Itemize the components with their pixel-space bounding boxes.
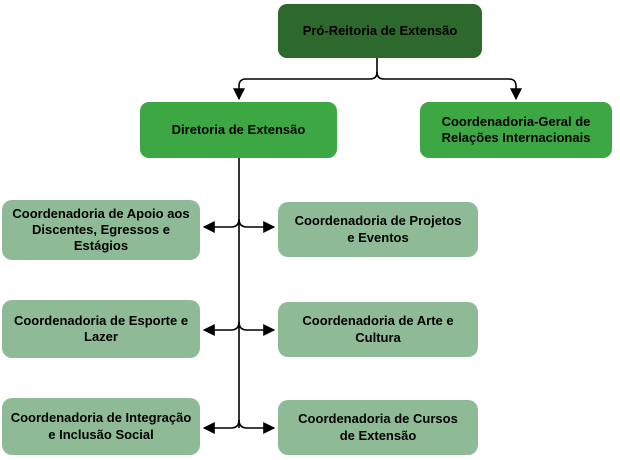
node-label: Coordenadoria de Esporte e Lazer <box>13 312 189 344</box>
connector-row3-left <box>202 419 240 434</box>
node-pro-reitoria-de-extensao: Pró-Reitoria de Extensão <box>278 4 482 58</box>
node-label: Coordenadoria de Integração e Inclusão S… <box>10 410 192 442</box>
connector-root-to-diretoria <box>233 71 378 101</box>
connector-row3-right <box>238 419 276 434</box>
connector-root-to-relacoes <box>376 71 522 101</box>
node-label: Diretoria de Extensão <box>171 121 306 137</box>
connector-row2-left <box>202 321 240 336</box>
connector-row2-right <box>238 321 276 336</box>
node-coordenadoria-geral-relacoes-internacionais: Coordenadoria-Geral de Relações Internac… <box>420 102 612 158</box>
node-label: Coordenadoria de Projetos e Eventos <box>294 213 462 245</box>
node-coordenadoria-arte-cultura: Coordenadoria de Arte e Cultura <box>278 302 478 357</box>
node-coordenadoria-apoio-discentes-egressos-estagios: Coordenadoria de Apoio aos Discentes, Eg… <box>2 200 200 260</box>
node-label: Coordenadoria de Apoio aos Discentes, Eg… <box>12 205 190 254</box>
node-label: Coordenadoria de Cursos de Extensão <box>298 411 458 443</box>
node-diretoria-de-extensao: Diretoria de Extensão <box>140 102 337 158</box>
node-coordenadoria-projetos-eventos: Coordenadoria de Projetos e Eventos <box>278 202 478 257</box>
node-label: Coordenadoria de Arte e Cultura <box>302 313 454 345</box>
node-label: Coordenadoria-Geral de Relações Internac… <box>441 113 591 145</box>
connector-row1-right <box>238 218 276 233</box>
node-coordenadoria-esporte-lazer: Coordenadoria de Esporte e Lazer <box>2 300 200 358</box>
node-label: Pró-Reitoria de Extensão <box>302 22 458 38</box>
node-coordenadoria-cursos-extensao: Coordenadoria de Cursos de Extensão <box>278 400 478 455</box>
node-coordenadoria-integracao-inclusao-social: Coordenadoria de Integração e Inclusão S… <box>2 398 200 455</box>
connector-row1-left <box>202 218 240 233</box>
